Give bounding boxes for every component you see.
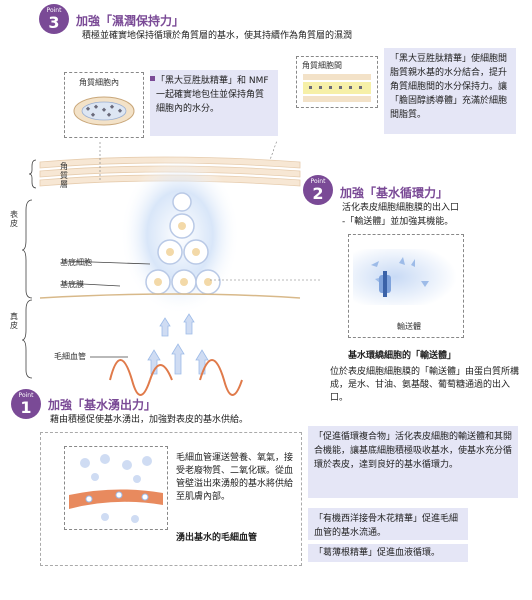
point-2-heading: 加強「基水循環力」 [340, 186, 449, 200]
capillary-label: 毛細血管 [54, 352, 86, 361]
capillary-wall-illustration [69, 454, 163, 523]
capillary-title: 湧出基水的毛細血管 [176, 533, 258, 543]
kerato-intercell-label: 角質細胞間 [302, 61, 342, 70]
transport-title: 基水環繞細胞的「輸送體」 [348, 351, 457, 361]
point-1-badge: Point 1 [11, 389, 41, 419]
kerato-intercell-box: 角質細胞間 [296, 56, 378, 108]
point-3-heading: 加強「濕潤保持力」 [76, 14, 185, 28]
point-1-desc: 藉由積極促使基水湧出，加強對表皮的基水供給。 [50, 415, 249, 425]
epidermis-label: 表皮 [10, 210, 18, 228]
transport-desc: 位於表皮細胞細胞膜的「輸送體」由蛋白質所構成，是水、甘油、氨基酸、葡萄糖通過的出… [330, 367, 520, 403]
point-word: Point [46, 7, 62, 14]
point-2-desc-2: -「輸送體」並加強其機能。 [342, 217, 454, 227]
point-word: Point [310, 178, 326, 185]
kerato-cell-inside-label: 角質細胞內 [79, 78, 119, 87]
kerato-cell-inside-box: 角質細胞內 [64, 72, 144, 138]
callout-kerato-lipid: 「黑大豆胜肽精華」使細胞間脂質親水基的水分結合，提升角質細胞間的水分保持力。讓「… [384, 48, 516, 134]
callout-promote-complex: 「促進循環複合物」活化表皮細胞的輸送體和其開合機能，讓基底細胞積極吸收基水，使基… [308, 426, 518, 498]
point-1-heading: 加強「基水湧出力」 [48, 398, 157, 412]
point-2-desc-1: 活化表皮細胞細胞膜的出入口 [342, 203, 460, 213]
callout-bullet [150, 76, 155, 81]
point-number: 1 [20, 398, 32, 417]
point-2-badge: Point 2 [303, 175, 333, 205]
point-3-badge: Point 3 [39, 4, 69, 34]
callout-kerato-nmf: 「黑大豆胜肽精華」和 NMF 一起確實地包住並保持角質細胞內的水分。 [150, 70, 278, 136]
callout-ginseng: 「葛薄根精華」促進血液循環。 [308, 544, 468, 562]
skin-diagram [21, 140, 320, 396]
transporter-illustration [353, 249, 457, 305]
transport-complex-label: 輸送體 [397, 322, 421, 331]
lipid-layer-illustration [303, 74, 371, 102]
dermis-label: 真皮 [10, 312, 18, 330]
point-word: Point [18, 392, 34, 399]
point-3-desc: 積極並確實地保持循環於角質層的基水，使其持續作為角質層的濕潤 [82, 31, 353, 41]
transporter-box: 輸送體 [348, 234, 464, 338]
point-number: 3 [48, 13, 60, 32]
capillary-box [64, 446, 168, 530]
point-number: 2 [312, 184, 324, 203]
basal-membrane-label: 基底膜 [60, 280, 84, 289]
stratum-corneum-label: 角質層 [60, 162, 68, 189]
basal-cell-label: 基底細胞 [60, 258, 92, 267]
callout-herb-extract: 「有機西洋接骨木花精華」促進毛細血管的基水流通。 [308, 508, 468, 540]
kerato-cell-illustration [73, 96, 135, 126]
capillary-desc: 毛細血管運送營養、氧氣，接受老廢物質、二氧化碳。從血管壁溢出來湧般的基水將供給至… [176, 453, 294, 502]
